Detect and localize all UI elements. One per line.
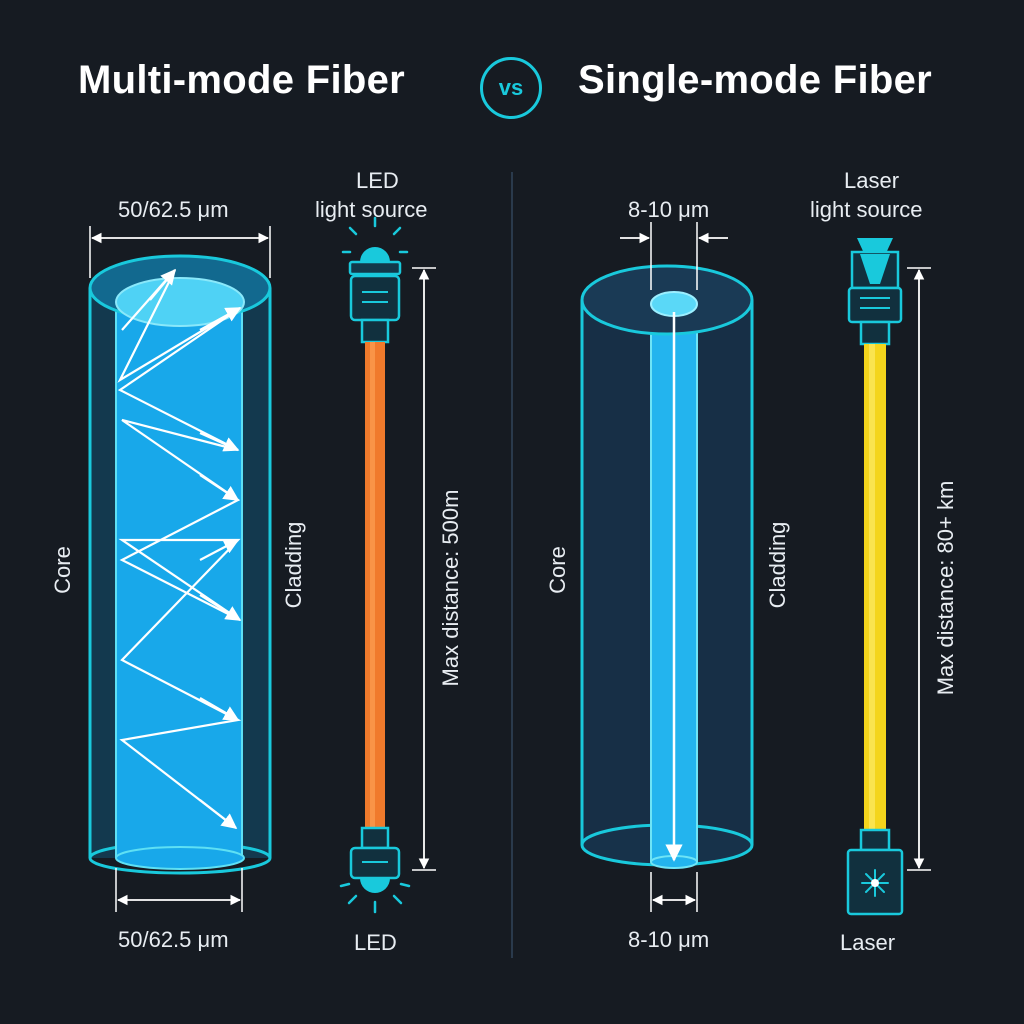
multimode-bottom-width-label: 50/62.5 μm xyxy=(118,927,229,952)
multimode-receiver-label: LED xyxy=(354,930,397,955)
multimode-top-width-label: 50/62.5 μm xyxy=(118,197,229,222)
multimode-max-distance: Max distance: 500m xyxy=(438,489,463,687)
multimode-source-label-2: light source xyxy=(315,197,428,222)
singlemode-source-label-1: Laser xyxy=(844,168,900,193)
multimode-title: Multi-mode Fiber xyxy=(78,58,406,102)
center-divider xyxy=(511,172,513,958)
multimode-fiber xyxy=(88,226,272,912)
singlemode-bottom-width-label: 8-10 μm xyxy=(628,927,710,952)
laser-cable-assembly xyxy=(846,238,931,916)
singlemode-receiver-label: Laser xyxy=(840,930,896,955)
led-cable-assembly xyxy=(339,216,436,914)
singlemode-max-distance: Max distance: 80+ km xyxy=(933,480,958,696)
singlemode-cladding-label: Cladding xyxy=(765,521,790,609)
vs-badge: vs xyxy=(480,57,542,119)
multimode-source-label-1: LED xyxy=(356,168,399,193)
multimode-core-label: Core xyxy=(50,546,75,594)
singlemode-fiber xyxy=(580,222,754,912)
singlemode-top-width-label: 8-10 μm xyxy=(628,197,710,222)
singlemode-title: Single-mode Fiber xyxy=(578,58,933,102)
multimode-cladding-label: Cladding xyxy=(281,521,306,609)
singlemode-core-label: Core xyxy=(545,546,570,594)
singlemode-source-label-2: light source xyxy=(810,197,923,222)
